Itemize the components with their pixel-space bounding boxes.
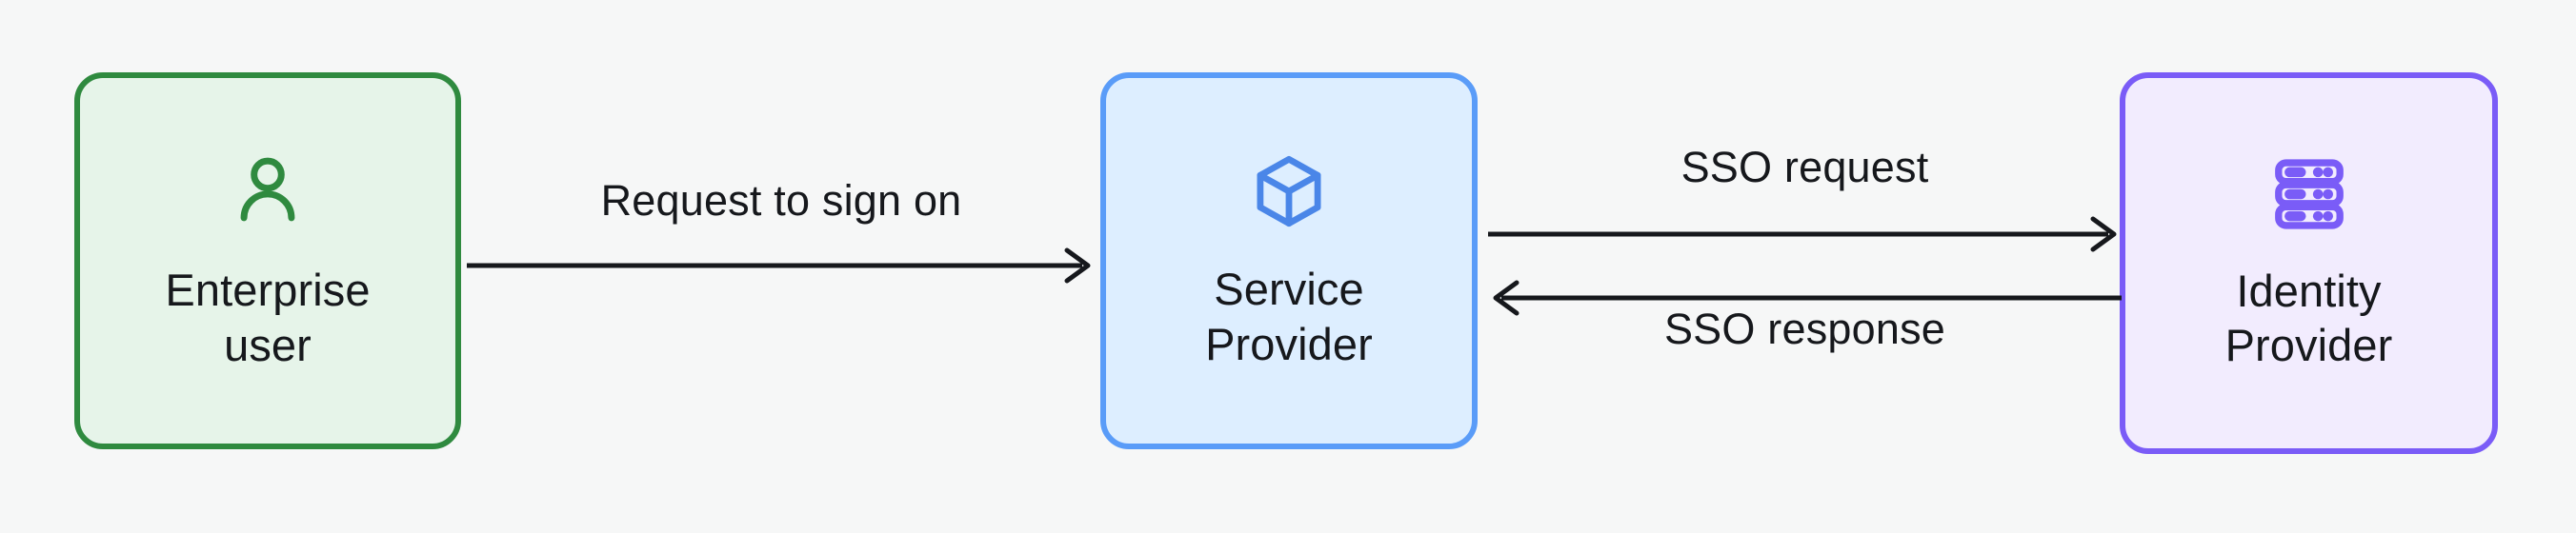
- edge-label-sso-response: SSO response: [1663, 305, 1946, 353]
- node-label-identity-provider: Identity Provider: [2224, 265, 2393, 370]
- node-label-service-provider: Service Provider: [1205, 264, 1373, 369]
- edge-arrow-sso-response: [1493, 280, 2122, 316]
- node-identity-provider[interactable]: Identity Provider: [2120, 72, 2498, 454]
- person-icon: [226, 149, 310, 238]
- edge-label-sso-request: SSO request: [1680, 143, 1929, 191]
- cube-icon: [1248, 150, 1330, 237]
- edge-label-request-to-sign-on: Request to sign on: [600, 176, 962, 225]
- node-service-provider[interactable]: Service Provider: [1100, 72, 1478, 449]
- node-enterprise-user[interactable]: Enterprise user: [74, 72, 461, 449]
- edge-arrow-request-to-sign-on: [467, 247, 1091, 284]
- edge-arrow-sso-request: [1488, 216, 2117, 252]
- server-rack-icon: [2269, 154, 2349, 239]
- node-label-enterprise-user: Enterprise user: [165, 265, 371, 370]
